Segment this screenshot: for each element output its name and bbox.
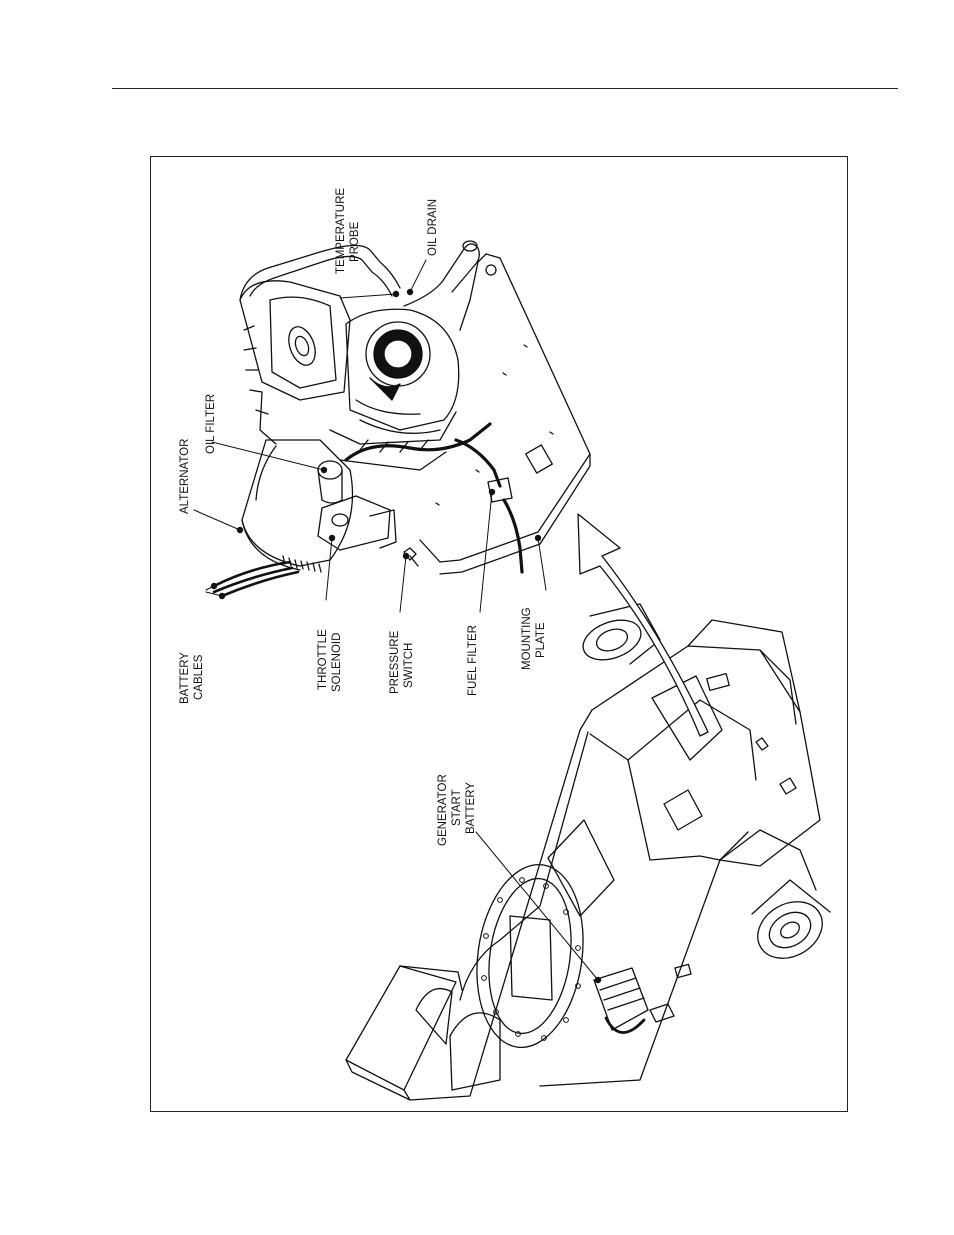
generator-start-battery-line3: BATTERY bbox=[465, 782, 477, 834]
figure-frame bbox=[150, 156, 848, 1112]
battery-cables-line1: BATTERY bbox=[179, 652, 191, 704]
label-temperature-probe: TEMPERATURE PROBE bbox=[335, 188, 361, 274]
mounting-plate bbox=[419, 253, 591, 575]
installation-arrow bbox=[577, 513, 709, 737]
pressure-switch-line1: PRESSURE bbox=[389, 630, 401, 694]
throttle-solenoid-line1: THROTTLE bbox=[317, 629, 329, 690]
fuel-filter bbox=[487, 477, 513, 503]
leader-lines bbox=[193, 259, 599, 981]
fuel-line bbox=[344, 422, 524, 574]
label-fuel-filter: FUEL FILTER bbox=[467, 625, 479, 696]
label-alternator: ALTERNATOR bbox=[179, 439, 191, 514]
header-rule bbox=[112, 88, 898, 89]
battery-cables bbox=[212, 560, 300, 598]
mounting-plate-line1: MOUNTING bbox=[521, 607, 533, 670]
label-pressure-switch: PRESSURE SWITCH bbox=[389, 630, 415, 694]
label-oil-filter: OIL FILTER bbox=[205, 394, 217, 454]
mounting-plate-line2: PLATE bbox=[535, 622, 547, 658]
label-throttle-solenoid: THROTTLE SOLENOID bbox=[317, 629, 343, 692]
label-oil-drain: OIL DRAIN bbox=[427, 199, 439, 256]
alternator bbox=[241, 439, 354, 573]
label-mounting-plate: MOUNTING PLATE bbox=[521, 607, 547, 670]
temperature-probe-line2: PROBE bbox=[349, 221, 361, 262]
throttle-solenoid-line2: SOLENOID bbox=[331, 633, 343, 692]
generator-start-battery-line1: GENERATOR bbox=[437, 774, 449, 846]
pressure-switch-line2: SWITCH bbox=[403, 643, 415, 688]
oil-drain-hose bbox=[403, 240, 480, 307]
label-battery-cables: BATTERY CABLES bbox=[179, 652, 205, 704]
battery-cables-line2: CABLES bbox=[193, 654, 205, 700]
machine-chassis bbox=[345, 603, 831, 1101]
label-generator-start-battery: GENERATOR START BATTERY bbox=[437, 774, 477, 846]
temperature-hose bbox=[239, 244, 401, 301]
engine-block bbox=[239, 280, 460, 567]
callout-dots bbox=[210, 288, 602, 984]
temperature-probe-line1: TEMPERATURE bbox=[335, 188, 347, 274]
generator-start-battery-line2: START bbox=[451, 789, 463, 826]
